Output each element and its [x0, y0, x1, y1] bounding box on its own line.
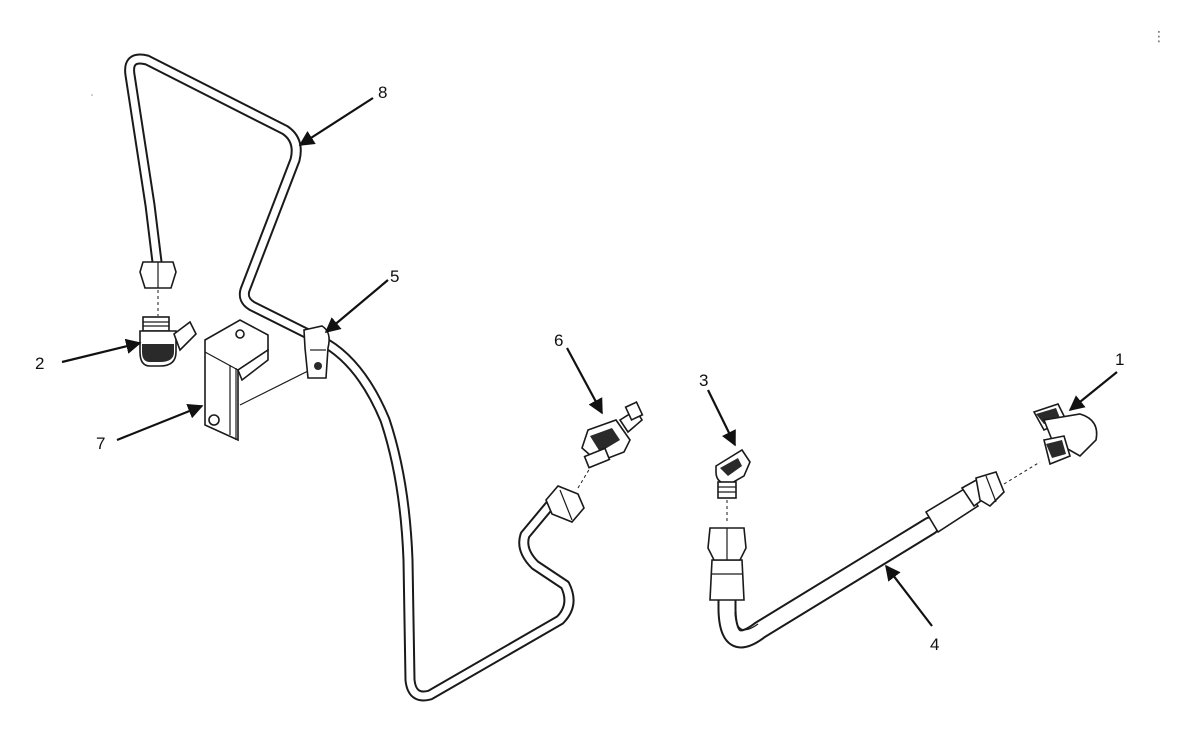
tube-clip-part-5 — [303, 325, 330, 379]
leader-3 — [707, 389, 736, 447]
callout-6: 6 — [554, 331, 563, 350]
tube-nut-lower — [545, 485, 585, 523]
bracket-part-7 — [204, 319, 311, 442]
tube-nut-upper — [139, 261, 177, 289]
leader-5 — [324, 279, 389, 333]
callout-2: 2 — [35, 354, 44, 373]
callout-8: 8 — [378, 83, 387, 102]
tube-part-8 — [124, 53, 575, 702]
elbow-fitting-part-1 — [1032, 403, 1098, 466]
callout-7: 7 — [96, 434, 105, 453]
leader-4 — [885, 564, 933, 627]
vertical-ellipsis-icon[interactable]: ⋮ — [1152, 29, 1166, 45]
callout-4: 4 — [930, 635, 939, 654]
elbow-fitting-part-2 — [139, 316, 197, 367]
elbow-fitting-part-3 — [715, 448, 751, 499]
straight-fitting-part-6 — [581, 401, 644, 469]
leader-lines — [61, 97, 1118, 627]
leader-2 — [61, 338, 142, 364]
leader-8 — [298, 97, 374, 146]
leader-6 — [566, 347, 603, 415]
speck — [91, 94, 93, 96]
callout-3: 3 — [699, 371, 708, 390]
callout-1: 1 — [1115, 350, 1124, 369]
leader-7 — [116, 403, 204, 442]
callout-5: 5 — [390, 267, 399, 286]
hose-assembly-part-4 — [707, 471, 1005, 649]
leader-1 — [1068, 371, 1118, 411]
